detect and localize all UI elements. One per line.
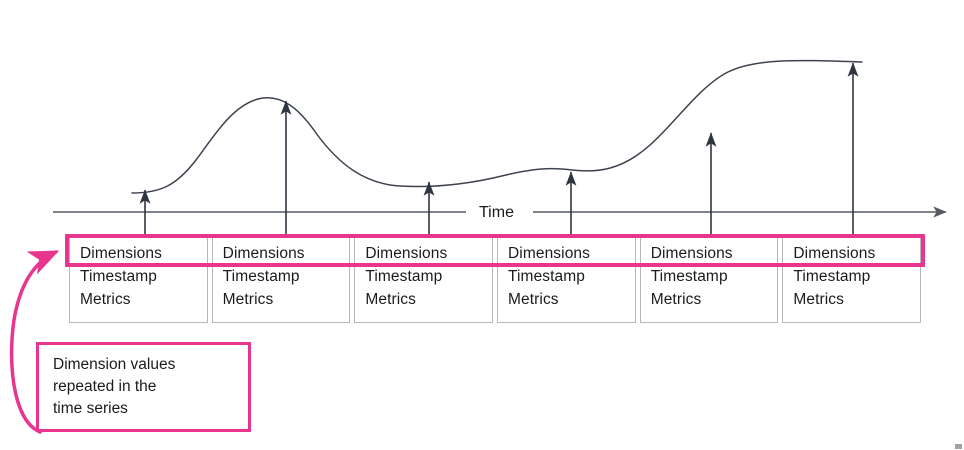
- record-metrics-label: Metrics: [222, 291, 274, 308]
- record-metrics-label: Metrics: [365, 291, 416, 308]
- record-dimensions-label: Dimensions: [508, 245, 590, 262]
- record-timestamp-label: Timestamp: [365, 268, 443, 285]
- record-timestamp-label: Timestamp: [508, 268, 585, 285]
- callout-connector-arrow: [9, 250, 60, 434]
- record-dimensions-label: Dimensions: [80, 245, 162, 262]
- record-metrics-label: Metrics: [793, 291, 845, 308]
- callout-line-3: time series: [53, 400, 128, 417]
- record-metrics-label: Metrics: [508, 291, 559, 308]
- time-axis-label: Time: [472, 203, 521, 222]
- corner-artifact-mark: [955, 444, 962, 449]
- record-timestamp-label: Timestamp: [80, 268, 157, 285]
- record-box[interactable]: Dimensions Timestamp Metrics: [354, 237, 494, 323]
- record-metrics-label: Metrics: [80, 291, 131, 308]
- record-dimensions-label: Dimensions: [222, 245, 305, 262]
- record-box[interactable]: Dimensions Timestamp Metrics: [211, 237, 351, 323]
- record-boxes-row: Dimensions Timestamp Metrics Dimensions …: [69, 237, 922, 323]
- callout-line-2: repeated in the: [53, 378, 157, 395]
- record-box[interactable]: Dimensions Timestamp Metrics: [639, 237, 779, 323]
- time-series-curve: [131, 59, 863, 194]
- callout-line-1: Dimension values: [53, 356, 176, 373]
- record-box[interactable]: Dimensions Timestamp Metrics: [782, 237, 922, 323]
- record-dimensions-label: Dimensions: [793, 245, 876, 262]
- sample-arrows: [139, 62, 859, 237]
- record-timestamp-label: Timestamp: [793, 268, 871, 285]
- record-metrics-label: Metrics: [650, 291, 702, 308]
- callout-note: Dimension values repeated in the time se…: [36, 342, 251, 432]
- record-dimensions-label: Dimensions: [365, 245, 448, 262]
- record-box[interactable]: Dimensions Timestamp Metrics: [69, 237, 208, 323]
- record-box[interactable]: Dimensions Timestamp Metrics: [497, 237, 636, 323]
- record-dimensions-label: Dimensions: [650, 245, 733, 262]
- record-timestamp-label: Timestamp: [650, 268, 728, 285]
- record-timestamp-label: Timestamp: [222, 268, 300, 285]
